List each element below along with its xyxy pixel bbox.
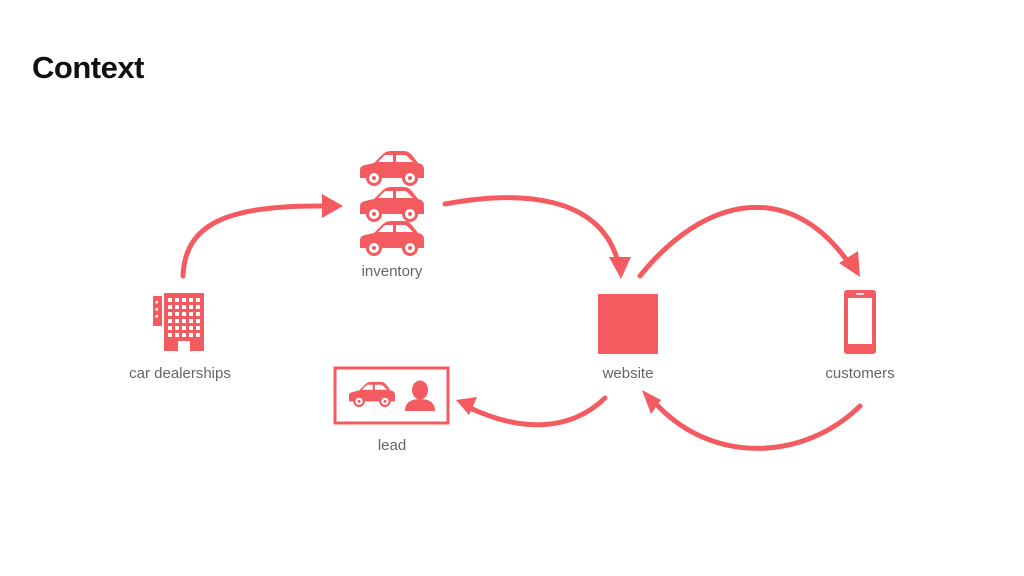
website-label: website (602, 365, 654, 382)
arrow-inventory-to-website (442, 195, 621, 265)
arrowhead (839, 251, 860, 277)
car-icon (360, 187, 424, 222)
arrow-website-to-lead (465, 395, 608, 428)
person-icon (405, 380, 435, 411)
arrowhead (322, 194, 343, 218)
arrow-customers-to-website (655, 403, 863, 451)
building-icon (153, 293, 204, 351)
arrow-dealerships-to-inventory (180, 203, 326, 279)
car-icon (360, 221, 424, 256)
lead-card-icon (333, 366, 450, 425)
car-icon (360, 151, 424, 186)
arrowhead (456, 397, 477, 415)
arrow-website-to-customers (637, 204, 851, 279)
inventory-icon (360, 151, 424, 256)
car-icon (348, 381, 396, 408)
page-title: Context (32, 50, 144, 85)
website-square-icon (598, 294, 658, 354)
customers-label: customers (825, 365, 895, 382)
inventory-label: inventory (361, 263, 423, 280)
arrowhead (642, 390, 661, 414)
smartphone-icon (844, 290, 876, 354)
lead-label: lead (377, 437, 407, 454)
arrowhead (609, 257, 631, 279)
car-dealerships-label: car dealerships (129, 365, 231, 382)
